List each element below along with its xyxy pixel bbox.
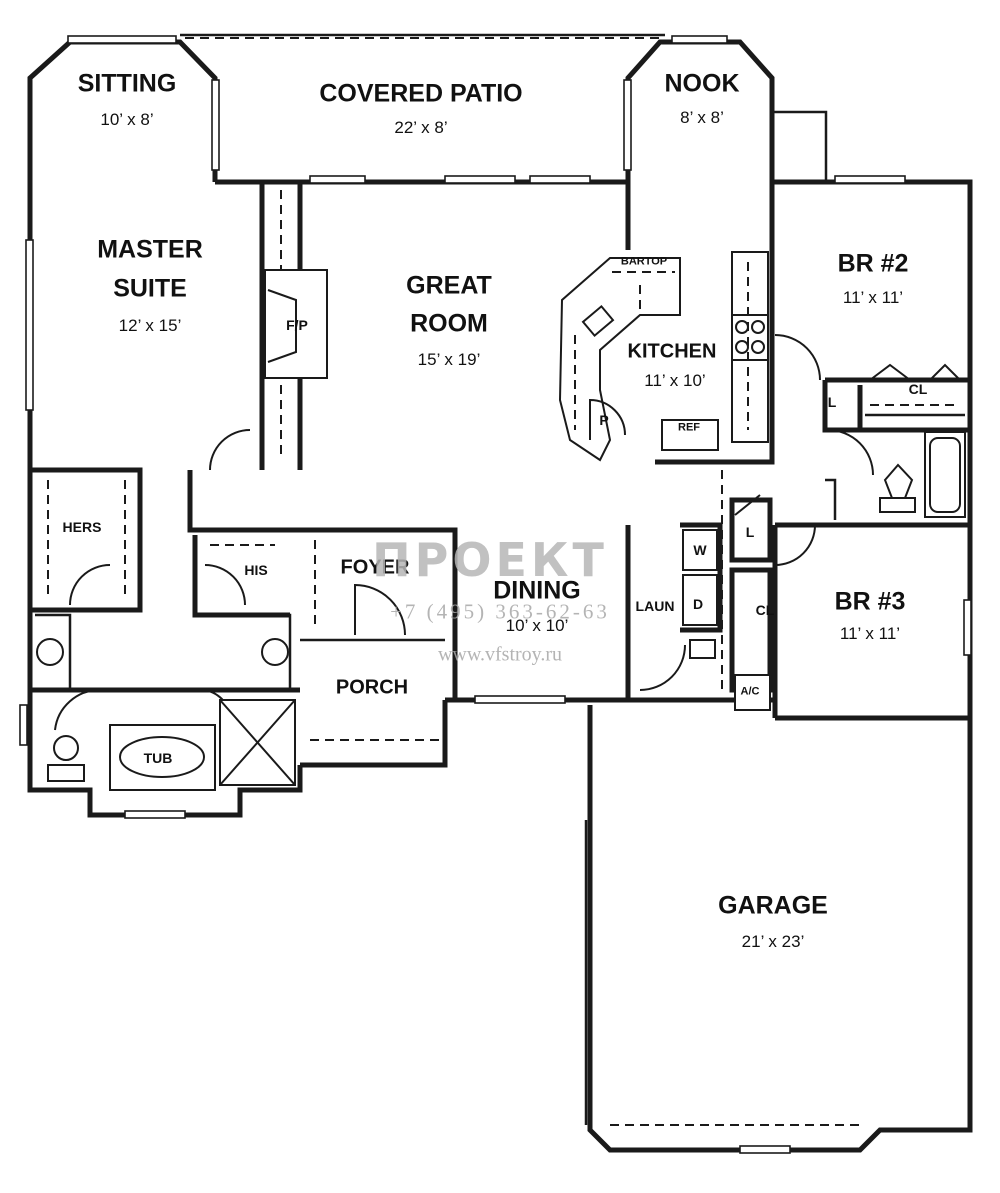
interior-walls [30, 182, 970, 791]
foyer-label: FOYER [340, 556, 410, 579]
great-room-label-line2: ROOM [410, 309, 488, 338]
dining-label: DINING [493, 576, 581, 605]
linen-closet-hall-label: L [745, 523, 755, 540]
linen-closet-bath-label: L [827, 393, 837, 410]
great-room-dimension: 15’ x 19’ [417, 350, 481, 370]
watermark-logo: ПРОЕКТ [372, 533, 608, 587]
br3-label: BR #3 [834, 587, 906, 616]
covered-patio-label: COVERED PATIO [319, 79, 523, 108]
porch-label: PORCH [335, 676, 409, 699]
fireplace-label: F/P [286, 316, 308, 333]
master-suite-label-line2: SUITE [113, 274, 187, 303]
dining-dimension: 10’ x 10’ [505, 616, 569, 636]
pantry-label: P [599, 411, 609, 428]
his-closet-label: HIS [244, 561, 268, 578]
master-suite-label-line1: MASTER [97, 235, 203, 264]
ac-label: A/C [740, 685, 760, 698]
great-room-label-line1: GREAT [406, 271, 492, 300]
br3-closet-label: CL [755, 601, 775, 618]
tub-label: TUB [143, 749, 173, 766]
dryer-label: D [692, 595, 704, 612]
br2-closet-label: CL [908, 380, 928, 397]
bartop-label: BARTOP [620, 255, 668, 268]
nook-label: NOOK [664, 69, 740, 98]
sitting-label: SITTING [77, 69, 177, 98]
watermark-site: www.vfstroy.ru [437, 643, 563, 666]
watermark-phone: +7 (495) 363-62-63 [390, 599, 610, 624]
covered-patio-dimension: 22’ x 8’ [394, 118, 448, 138]
master-suite-dimension: 12’ x 15’ [118, 316, 182, 336]
laundry-label: LAUN [635, 597, 675, 614]
refrigerator-label: REF [678, 421, 700, 434]
kitchen-label: KITCHEN [627, 340, 717, 363]
br3-dimension: 11’ x 11’ [839, 624, 901, 644]
garage-dimension: 21’ x 23’ [741, 932, 805, 952]
nook-dimension: 8’ x 8’ [680, 108, 724, 128]
kitchen-dimension: 11’ x 10’ [644, 371, 706, 391]
garage-label: GARAGE [718, 891, 828, 920]
washer-label: W [693, 541, 707, 558]
br2-label: BR #2 [837, 249, 909, 278]
hers-closet-label: HERS [62, 518, 102, 535]
br2-dimension: 11’ x 11’ [842, 288, 904, 308]
windows [19, 35, 972, 1154]
sitting-dimension: 10’ x 8’ [100, 110, 154, 130]
